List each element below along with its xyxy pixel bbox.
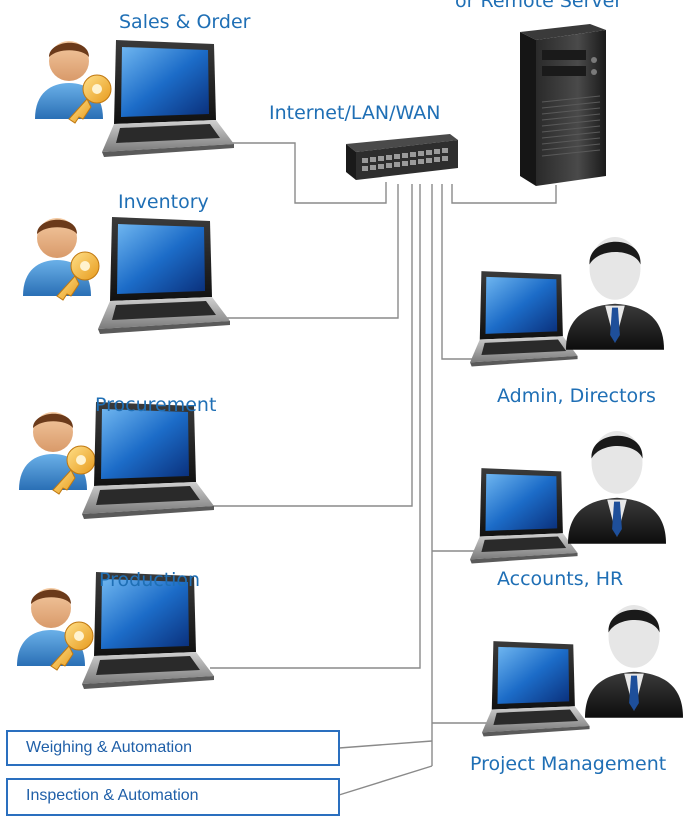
client-label-inventory: Inventory <box>118 191 209 213</box>
network-switch <box>342 128 462 188</box>
businessman-icon <box>566 226 664 351</box>
laptop-icon <box>82 402 217 522</box>
user-key-icon <box>14 204 104 304</box>
laptop-icon <box>98 217 233 337</box>
weighing-automation-box: Weighing & Automation <box>6 730 340 766</box>
laptop-icon <box>482 640 592 740</box>
network-label: Internet/LAN/WAN <box>269 102 441 124</box>
businessman-icon <box>585 594 683 719</box>
businessman-icon <box>568 420 666 545</box>
client-label-procurement: Procurement <box>95 394 217 416</box>
server-label: or Remote Server <box>455 0 623 12</box>
staff-label-admin: Admin, Directors <box>497 385 656 407</box>
server-tower-icon <box>510 20 610 190</box>
staff-label-accounts: Accounts, HR <box>497 568 624 590</box>
laptop-icon <box>102 40 237 160</box>
staff-label-project: Project Management <box>470 753 667 775</box>
inspection-automation-box: Inspection & Automation <box>6 778 340 816</box>
laptop-icon <box>470 467 580 567</box>
client-label-production: Production <box>99 569 201 591</box>
laptop-icon <box>470 270 580 370</box>
client-label-sales: Sales & Order <box>119 11 251 33</box>
